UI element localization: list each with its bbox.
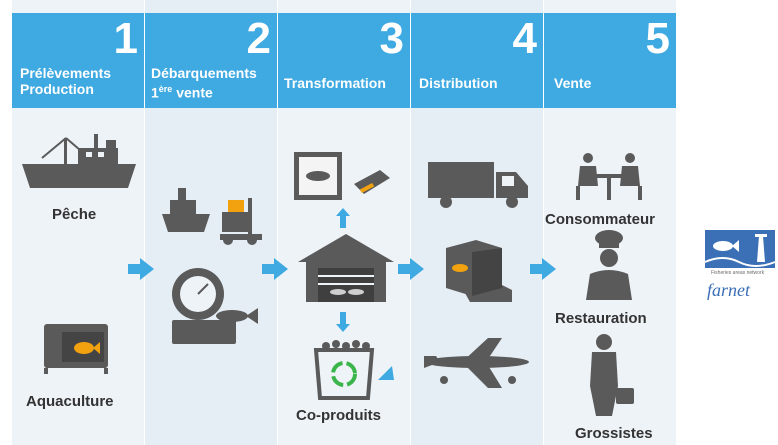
label-peche: Pêche xyxy=(52,206,97,223)
arrow-down-icon xyxy=(336,312,350,332)
label-grossistes: Grossistes xyxy=(575,425,653,442)
wholesaler-briefcase-icon xyxy=(590,334,634,416)
stage-5-header: 5 Vente xyxy=(544,13,676,108)
package-hand-icon xyxy=(446,240,512,302)
chef-icon xyxy=(586,230,632,300)
recycling-bin-icon xyxy=(313,340,394,400)
stage-2-number: 2 xyxy=(246,14,271,63)
arrow-right-icon xyxy=(398,258,424,280)
fish-scale-icon xyxy=(172,268,258,344)
label-coproduits: Co-produits xyxy=(296,407,381,424)
arrow-right-icon xyxy=(128,258,154,280)
stage-3-number: 3 xyxy=(379,14,404,63)
fishing-ship-icon xyxy=(22,134,136,188)
stage-3-header: 3 Transformation xyxy=(278,13,410,108)
label-restauration: Restauration xyxy=(555,310,647,327)
arrow-right-icon xyxy=(262,258,288,280)
aquaculture-tank-icon xyxy=(44,324,108,374)
logo-text: farnet xyxy=(707,280,751,300)
stage-1-number: 1 xyxy=(113,14,138,63)
label-aquaculture: Aquaculture xyxy=(26,393,114,410)
fish-box-icon xyxy=(294,152,390,200)
farnet-logo: Fisheries areas network farnet xyxy=(704,230,776,300)
stage-1-title: Prélèvements Production xyxy=(20,65,112,97)
stage-4-header: 4 Distribution xyxy=(411,13,543,108)
stage-3-title: Transformation xyxy=(284,75,386,91)
airplane-icon xyxy=(424,338,529,388)
logo-tagline: Fisheries areas network xyxy=(711,270,765,276)
stage-1-header: 1 Prélèvements Production xyxy=(12,13,144,108)
stage-2-title: Débarquements 1ère vente xyxy=(151,65,257,101)
diners-table-icon xyxy=(576,153,642,200)
stage-4-title: Distribution xyxy=(419,75,498,91)
ship-forklift-icon xyxy=(162,188,262,245)
label-consommateur: Consommateur xyxy=(545,211,656,228)
arrow-right-icon xyxy=(530,258,556,280)
delivery-truck-icon xyxy=(428,162,528,208)
processing-factory-icon xyxy=(298,234,394,302)
column-stage-5: 5 Vente xyxy=(544,0,676,445)
arrow-up-icon xyxy=(336,208,350,228)
stage-2-header: 2 Débarquements 1ère vente xyxy=(145,13,277,108)
stage-5-title: Vente xyxy=(554,75,592,91)
stage-4-number: 4 xyxy=(512,14,537,63)
stage-5-number: 5 xyxy=(645,14,670,63)
column-stage-1: 1 Prélèvements Production xyxy=(12,0,144,445)
